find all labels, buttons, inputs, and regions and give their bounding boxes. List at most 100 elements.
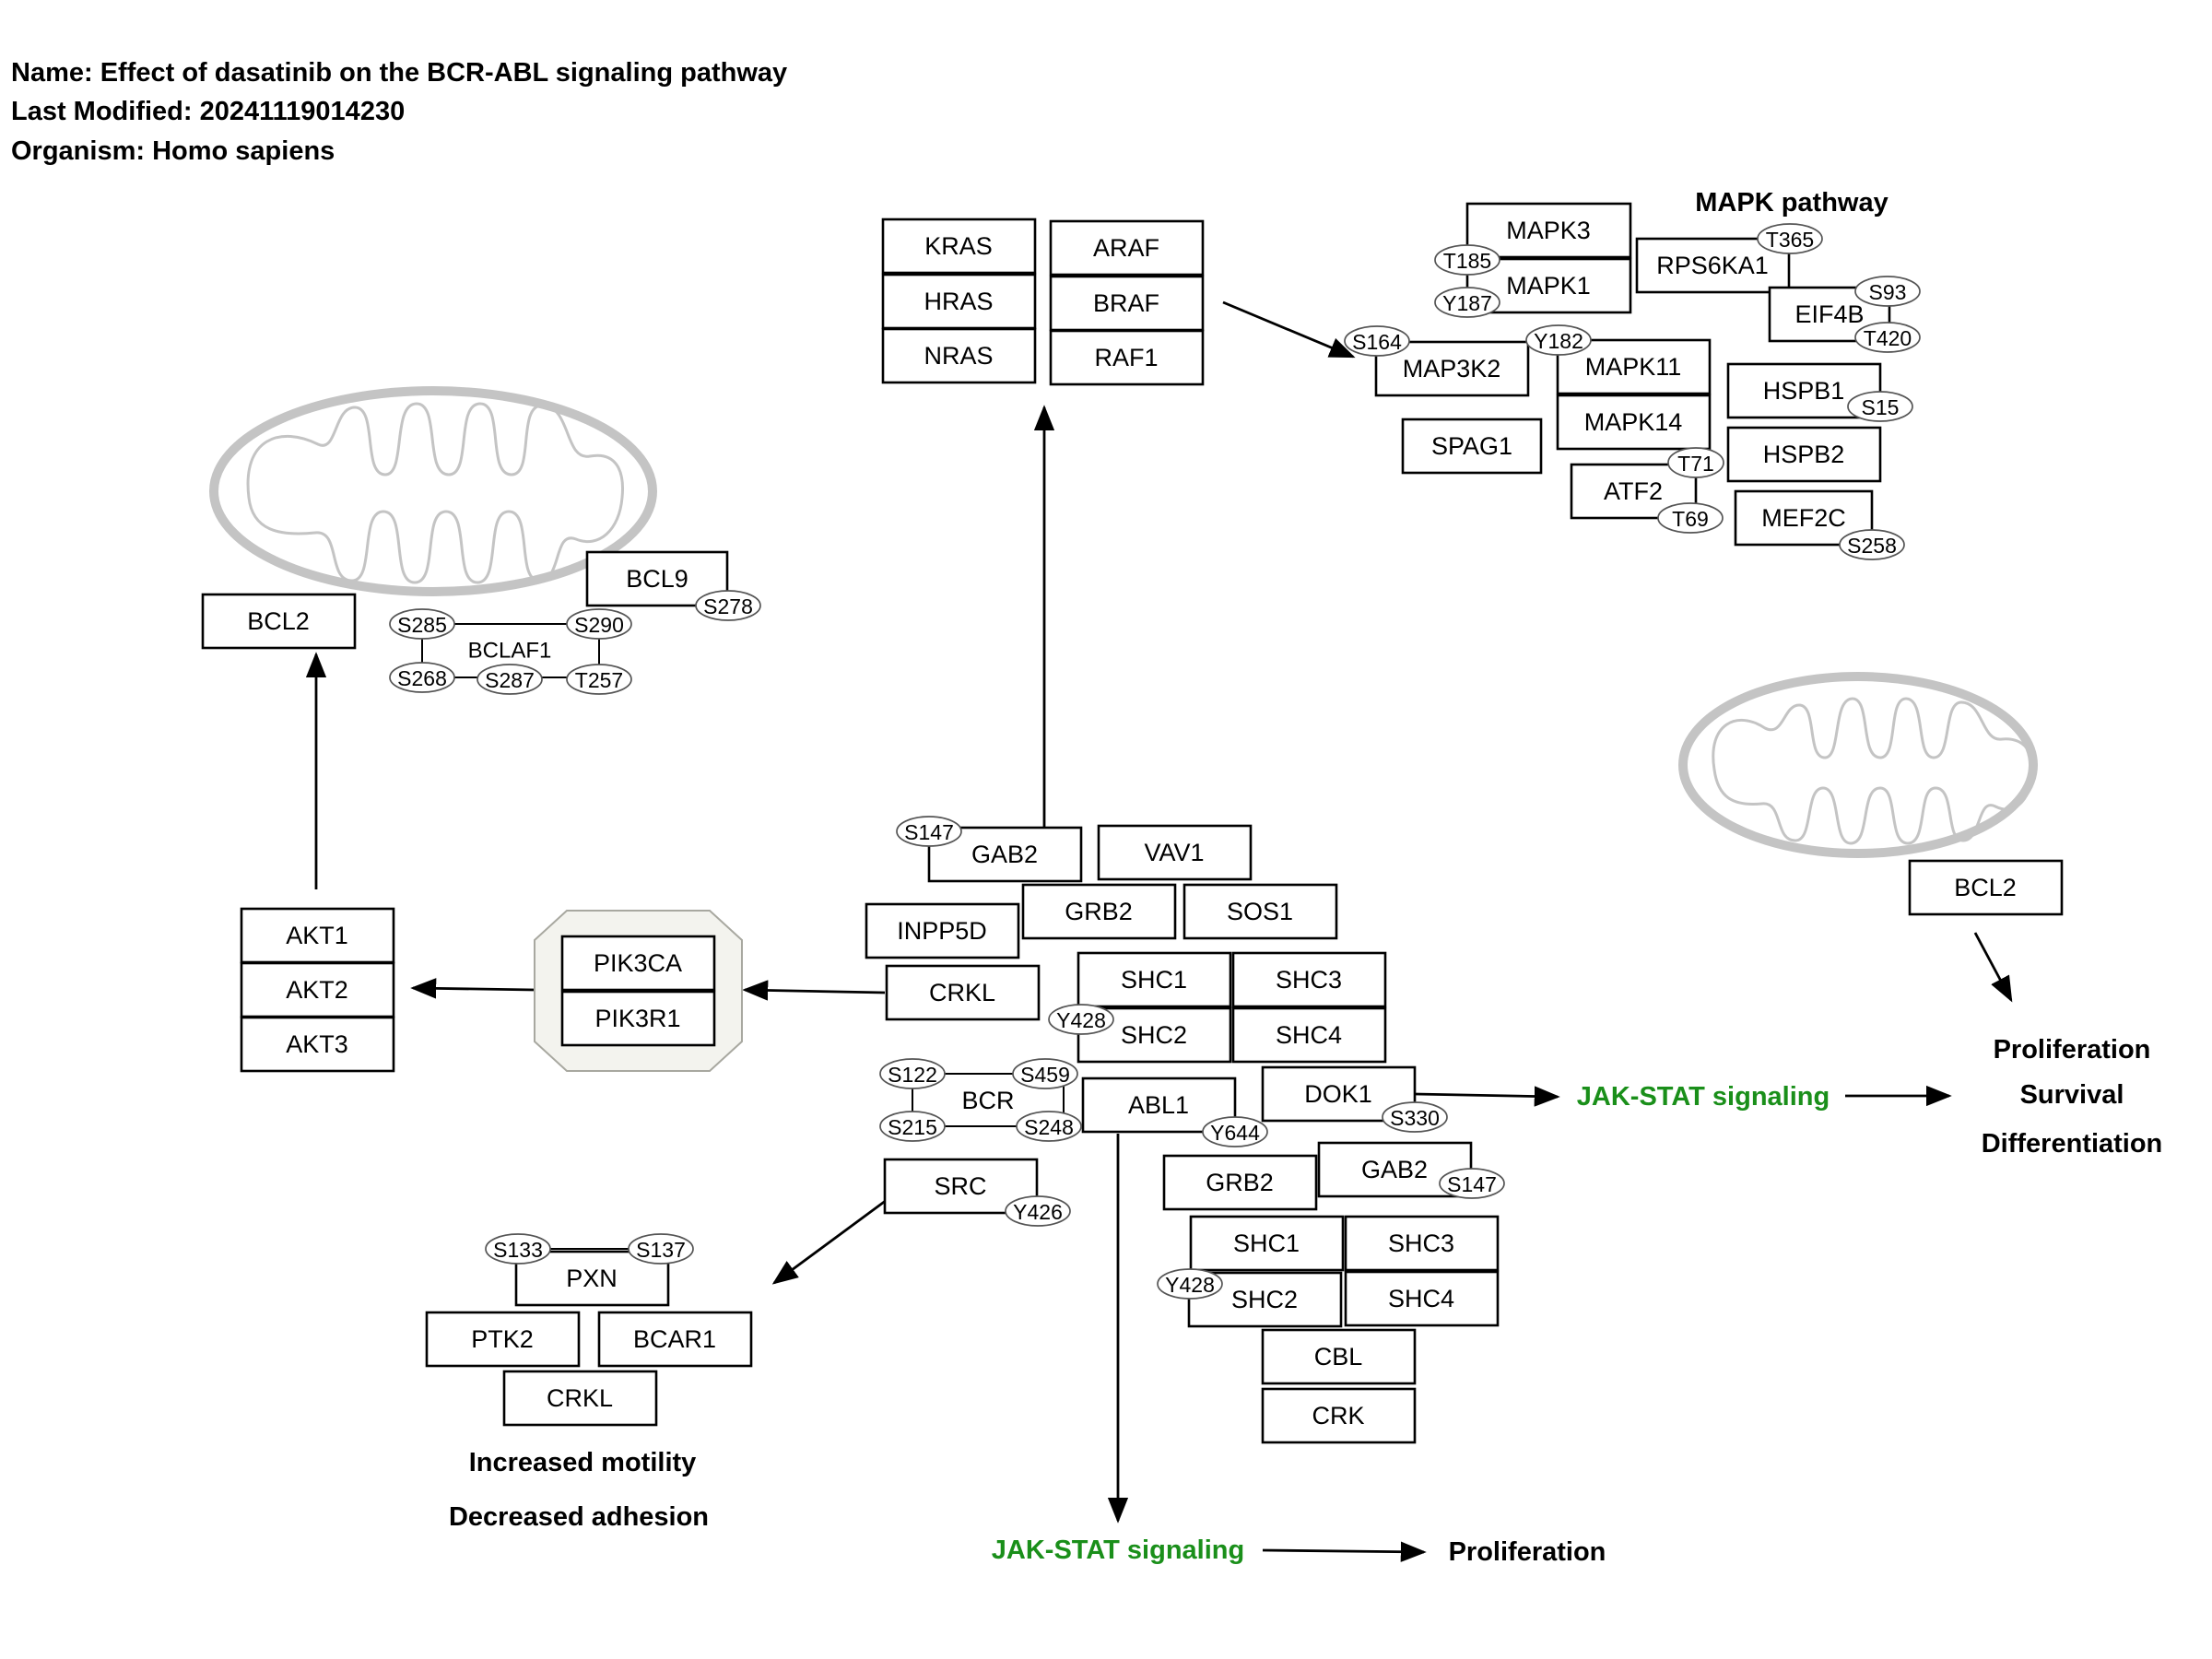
mapk1-label: MAPK1 — [1506, 272, 1591, 300]
organism: Organism: Homo sapiens — [11, 136, 335, 166]
jakstat-signaling-right-link[interactable]: JAK-STAT signaling — [1577, 1082, 1830, 1112]
grb2-top-label: GRB2 — [1065, 898, 1133, 925]
svg-text:S215: S215 — [888, 1115, 937, 1139]
araf-label: ARAF — [1093, 234, 1159, 262]
bcl2-right-node[interactable]: BCL2 — [1908, 859, 2064, 916]
cbl-label: CBL — [1314, 1343, 1363, 1371]
shc3-bottom-node[interactable]: SHC3 — [1344, 1215, 1500, 1272]
eif4b-label: EIF4B — [1794, 300, 1864, 328]
crk-label: CRK — [1312, 1402, 1364, 1430]
pik3r1-node[interactable]: PIK3R1 — [560, 990, 716, 1047]
jakstat-signaling-bottom-link[interactable]: JAK-STAT signaling — [992, 1535, 1244, 1565]
hspb2-label: HSPB2 — [1763, 441, 1845, 468]
survival-label: Survival — [2020, 1080, 2124, 1110]
src-label: SRC — [934, 1172, 986, 1200]
akt3-label: AKT3 — [286, 1030, 348, 1058]
site-abl1-y644: Y644 — [1202, 1116, 1268, 1147]
mapk14-node[interactable]: MAPK14 — [1556, 394, 1712, 451]
edge-pi3k-to-akt — [410, 978, 535, 999]
mapk14-label: MAPK14 — [1584, 408, 1683, 436]
shc1-bottom-node[interactable]: SHC1 — [1189, 1215, 1345, 1272]
svg-text:S147: S147 — [904, 820, 954, 844]
mapk3-node[interactable]: MAPK3 — [1465, 202, 1632, 259]
bcar1-node[interactable]: BCAR1 — [597, 1311, 753, 1368]
mapk11-label: MAPK11 — [1585, 353, 1682, 381]
grb2-bottom-label: GRB2 — [1206, 1169, 1274, 1196]
akt1-node[interactable]: AKT1 — [240, 907, 395, 964]
nras-node[interactable]: NRAS — [881, 327, 1037, 384]
spag1-node[interactable]: SPAG1 — [1401, 418, 1543, 475]
gab2-bottom-label: GAB2 — [1361, 1156, 1428, 1183]
site-bclaf1-s290: S290 — [566, 608, 632, 640]
svg-text:T185: T185 — [1443, 249, 1491, 273]
akt3-node[interactable]: AKT3 — [240, 1016, 395, 1073]
proliferation-right-label: Proliferation — [1994, 1035, 2151, 1065]
sos1-node[interactable]: SOS1 — [1182, 883, 1338, 940]
abl1-label: ABL1 — [1128, 1091, 1189, 1119]
bcl2-left-node[interactable]: BCL2 — [201, 593, 357, 650]
shc4-top-node[interactable]: SHC4 — [1231, 1006, 1387, 1064]
crk-node[interactable]: CRK — [1261, 1387, 1417, 1444]
site-hspb1-s15: S15 — [1847, 391, 1913, 422]
svg-text:Y644: Y644 — [1210, 1121, 1260, 1145]
site-eif4b-t420: T420 — [1854, 322, 1921, 353]
ptk2-node[interactable]: PTK2 — [425, 1311, 581, 1368]
spag1-label: SPAG1 — [1431, 432, 1512, 460]
edge-jakstat-to-proliferation — [1262, 1541, 1427, 1562]
braf-node[interactable]: BRAF — [1049, 275, 1205, 332]
mitochondrion-right-icon — [1678, 672, 2038, 858]
crkl-bottom-node[interactable]: CRKL — [502, 1370, 658, 1427]
svg-text:Y426: Y426 — [1013, 1200, 1063, 1224]
site-shc2-y428-top: Y428 — [1048, 1004, 1114, 1035]
shc2-top-node[interactable]: SHC2 — [1077, 1006, 1232, 1064]
shc3-bottom-label: SHC3 — [1388, 1230, 1454, 1257]
akt2-node[interactable]: AKT2 — [240, 961, 395, 1018]
pik3ca-node[interactable]: PIK3CA — [560, 935, 716, 992]
hspb2-node[interactable]: HSPB2 — [1726, 426, 1882, 483]
inpp5d-label: INPP5D — [897, 917, 987, 945]
araf-node[interactable]: ARAF — [1049, 219, 1205, 276]
vav1-label: VAV1 — [1144, 839, 1204, 866]
raf1-node[interactable]: RAF1 — [1049, 329, 1205, 386]
edge-raf-to-map3k2 — [1222, 300, 1356, 359]
mapk-pathway-label[interactable]: MAPK pathway — [1695, 188, 1888, 218]
pik3r1-label: PIK3R1 — [594, 1005, 680, 1032]
site-bcr-s122: S122 — [879, 1058, 946, 1089]
bcl2-right-label: BCL2 — [1954, 874, 2017, 901]
vav1-node[interactable]: VAV1 — [1097, 824, 1253, 881]
svg-text:S133: S133 — [493, 1238, 543, 1262]
shc4-bottom-node[interactable]: SHC4 — [1344, 1270, 1500, 1327]
shc3-top-label: SHC3 — [1276, 966, 1342, 994]
svg-text:S248: S248 — [1024, 1115, 1074, 1139]
site-dok1-s330: S330 — [1382, 1101, 1448, 1133]
kras-node[interactable]: KRAS — [881, 218, 1037, 275]
svg-text:S278: S278 — [703, 594, 753, 618]
edge-bcl2-to-outcomes — [1973, 932, 2013, 1003]
site-gab2-s147-bottom: S147 — [1439, 1168, 1505, 1199]
edge-crkl-to-pi3k — [742, 980, 886, 1001]
svg-text:Y187: Y187 — [1442, 291, 1492, 315]
cbl-node[interactable]: CBL — [1261, 1328, 1417, 1385]
site-atf2-t69: T69 — [1657, 502, 1724, 534]
svg-text:S164: S164 — [1352, 330, 1402, 354]
bcl2-left-label: BCL2 — [247, 607, 310, 635]
increased-motility-label: Increased motility — [469, 1448, 697, 1477]
svg-text:S287: S287 — [485, 668, 535, 692]
site-atf2-t71: T71 — [1667, 447, 1724, 478]
diagram-name: Name: Effect of dasatinib on the BCR-ABL… — [11, 58, 787, 88]
grb2-top-node[interactable]: GRB2 — [1021, 883, 1177, 940]
grb2-bottom-node[interactable]: GRB2 — [1162, 1154, 1318, 1211]
last-modified: Last Modified: 20241119014230 — [11, 97, 405, 126]
dok1-node[interactable]: DOK1 — [1261, 1065, 1417, 1123]
atf2-label: ATF2 — [1604, 477, 1663, 505]
shc3-top-node[interactable]: SHC3 — [1231, 951, 1387, 1008]
akt2-label: AKT2 — [286, 976, 348, 1004]
inpp5d-node[interactable]: INPP5D — [865, 902, 1020, 959]
svg-text:S122: S122 — [888, 1063, 937, 1087]
shc1-top-node[interactable]: SHC1 — [1077, 951, 1232, 1008]
site-map3k2-s164: S164 — [1344, 325, 1410, 357]
site-bclaf1-s268: S268 — [389, 662, 455, 693]
svg-text:S330: S330 — [1390, 1106, 1440, 1130]
hras-node[interactable]: HRAS — [881, 273, 1037, 330]
crkl-mid-node[interactable]: CRKL — [885, 964, 1041, 1021]
